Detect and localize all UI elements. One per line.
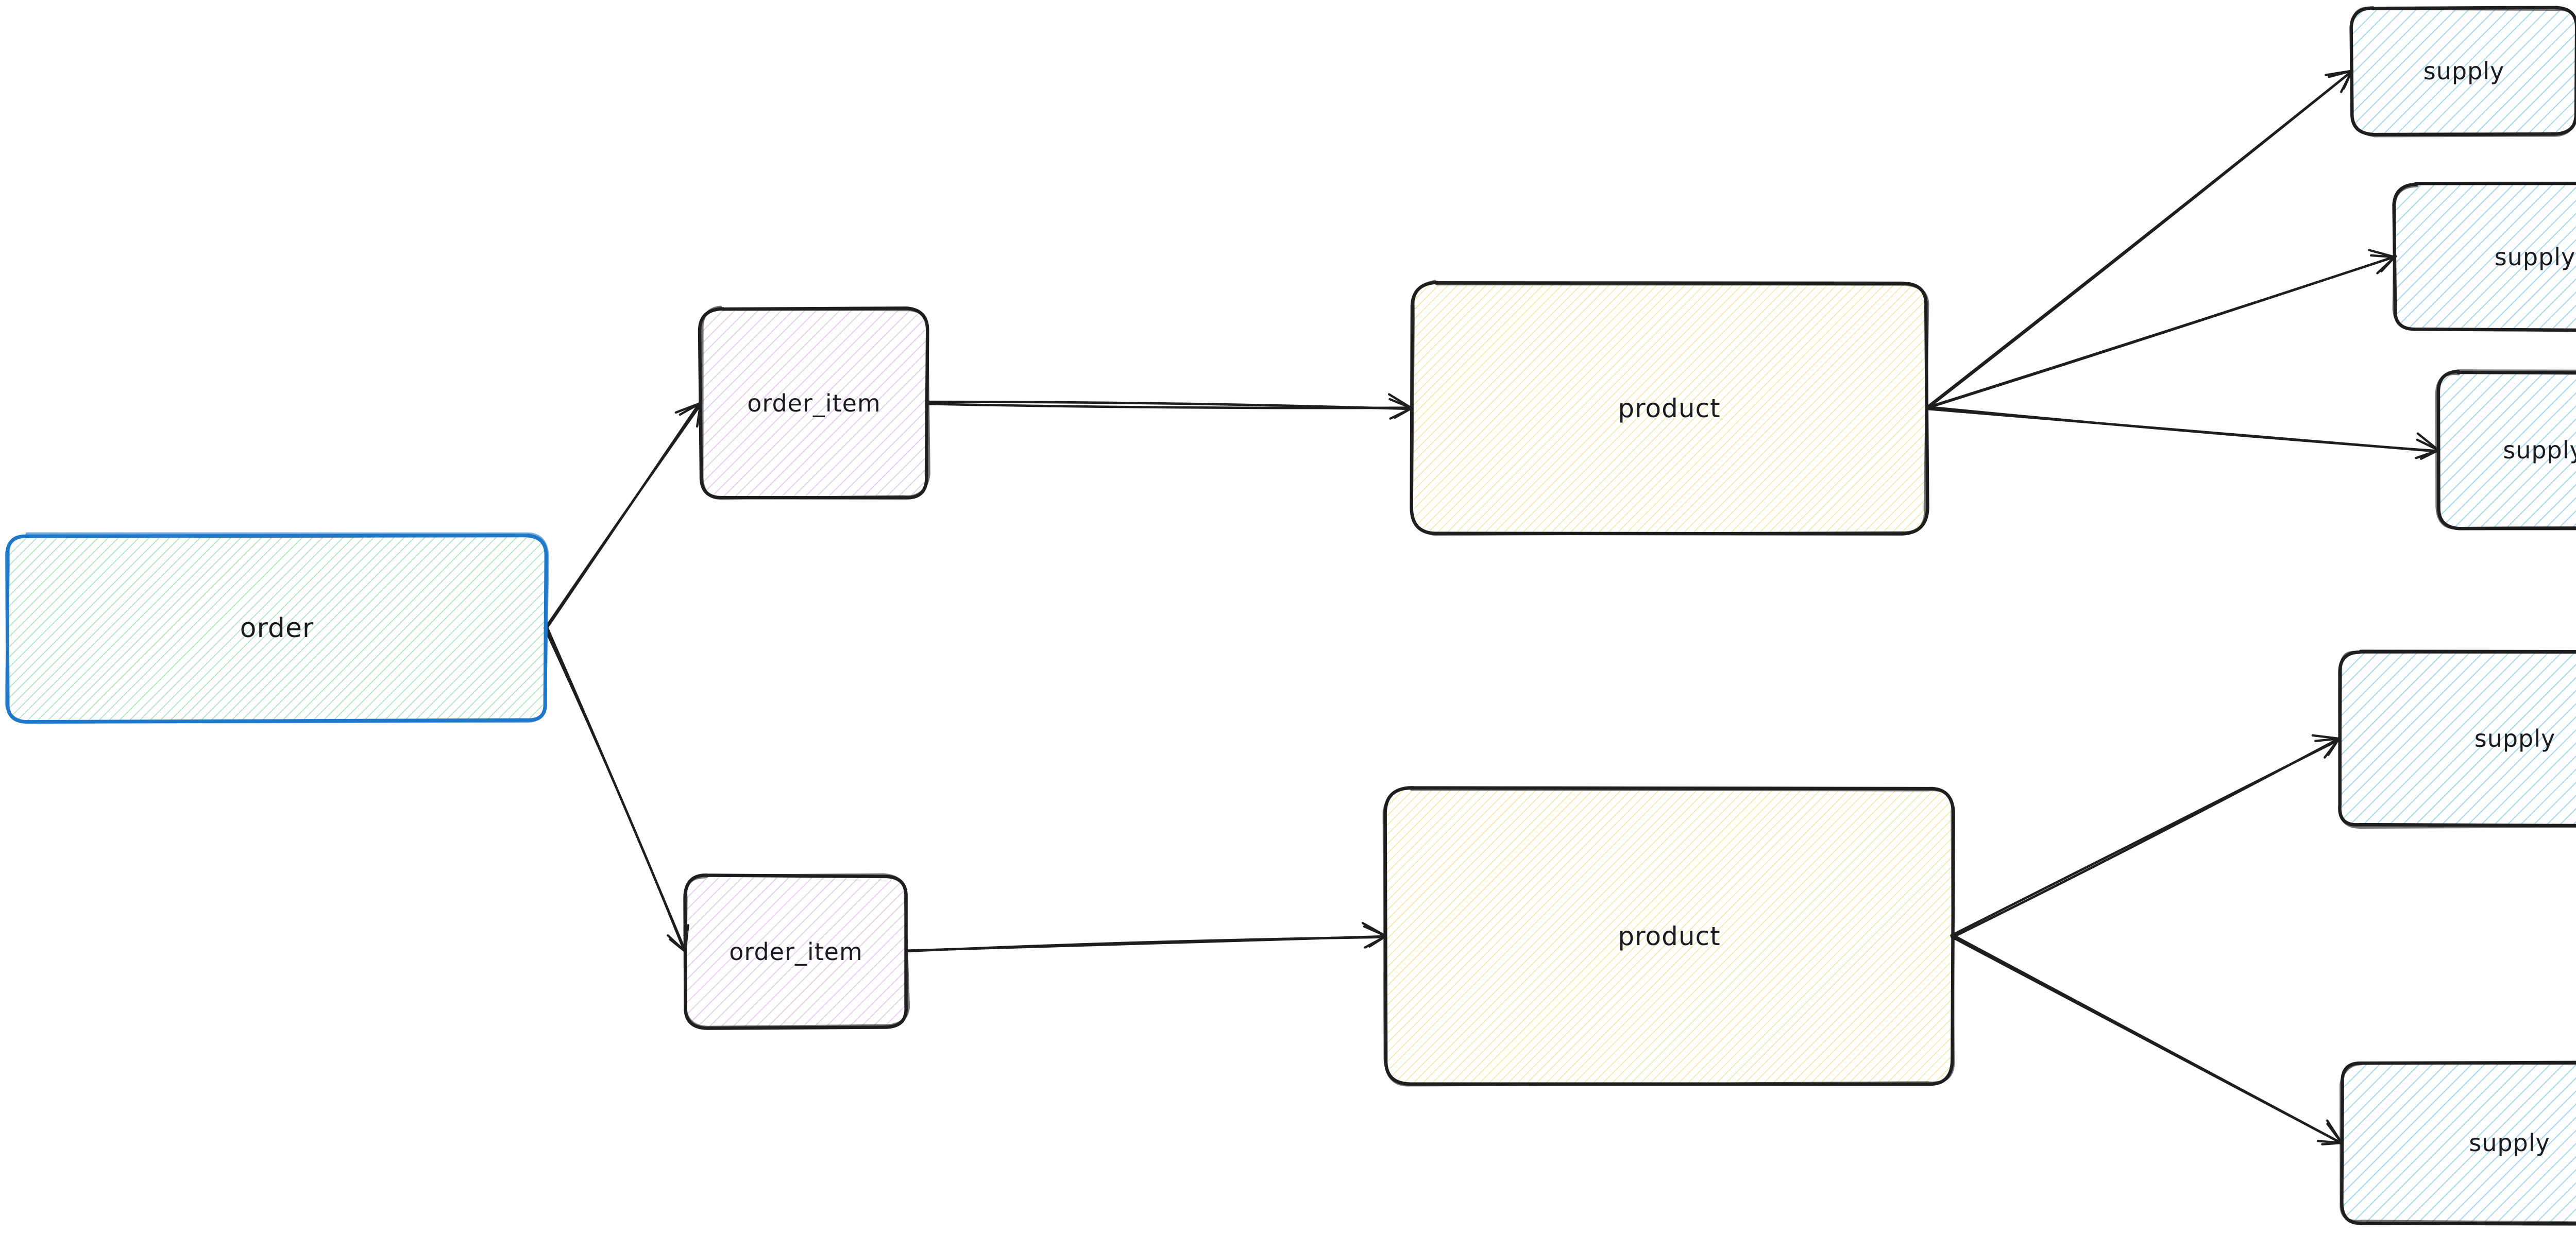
node-label: order — [240, 613, 314, 644]
node-fill — [685, 875, 907, 1028]
edge-line — [546, 626, 687, 954]
node-label: supply — [2474, 725, 2556, 752]
edge-product_1-to-supply_3[interactable] — [1925, 405, 2440, 460]
node-outline — [684, 873, 910, 1029]
edge-line — [544, 627, 686, 952]
edge-arrowhead — [669, 938, 687, 953]
node-outline — [2435, 369, 2576, 529]
edge-arrowhead — [1393, 407, 1413, 419]
edge-line — [1953, 737, 2341, 938]
node-supply_1[interactable]: supply — [2349, 6, 2576, 138]
node-outline — [2340, 1061, 2576, 1224]
node-supply_2[interactable]: supply — [2392, 181, 2576, 332]
node-product_2[interactable]: product — [1382, 785, 1955, 1087]
edge-product_2-to-supply_4[interactable] — [1950, 734, 2341, 938]
edge-arrowhead — [1361, 922, 1387, 937]
node-supply_5[interactable]: supply — [2340, 1060, 2576, 1226]
node-outline — [1411, 280, 1929, 536]
node-fill — [2351, 7, 2576, 134]
edge-line — [1925, 255, 2396, 409]
node-label: order_item — [729, 937, 863, 966]
edge-line — [906, 936, 1387, 953]
edge-arrowhead — [1387, 393, 1413, 409]
edge-line — [1926, 405, 2439, 453]
node-outline — [2350, 6, 2576, 138]
edge-order-to-order_item_2[interactable] — [544, 626, 689, 954]
node-fill — [2338, 650, 2576, 826]
node-fill — [700, 309, 928, 498]
edge-arrowhead — [2321, 1141, 2343, 1145]
edge-product_2-to-supply_5[interactable] — [1951, 933, 2344, 1145]
node-outline — [2392, 182, 2576, 332]
edge-arrowhead — [2311, 734, 2341, 740]
node-fill — [2394, 184, 2576, 330]
edge-product_1-to-supply_2[interactable] — [1925, 249, 2397, 409]
node-label: supply — [2503, 436, 2576, 464]
edge-arrowhead — [2416, 432, 2440, 452]
node-label: supply — [2423, 57, 2505, 85]
edge-arrowhead — [2327, 737, 2341, 756]
edge-line — [1926, 70, 2354, 408]
edge-product_1-to-supply_1[interactable] — [1926, 70, 2354, 409]
node-fill — [2341, 1062, 2576, 1224]
edge-arrowhead — [2380, 255, 2396, 272]
edge-line — [1951, 933, 2344, 1145]
node-label: order_item — [747, 389, 881, 417]
node-supply_4[interactable]: supply — [2338, 649, 2576, 829]
edge-line — [545, 402, 701, 630]
node-order[interactable]: order — [5, 532, 549, 724]
node-label: product — [1618, 921, 1721, 951]
node-fill — [1385, 787, 1952, 1085]
edge-order-to-order_item_1[interactable] — [544, 402, 702, 630]
edge-line — [925, 400, 1412, 410]
edge-arrowhead — [674, 402, 702, 414]
node-outline — [701, 305, 930, 500]
node-product_1[interactable]: product — [1410, 280, 1929, 536]
node-outline — [2338, 650, 2576, 829]
node-label: supply — [2494, 243, 2576, 271]
node-label: supply — [2469, 1129, 2550, 1157]
node-supply_3[interactable]: supply — [2435, 369, 2576, 530]
edge-arrowhead — [2368, 249, 2396, 259]
node-outline — [5, 532, 549, 724]
node-order_item_1[interactable]: order_item — [698, 305, 930, 500]
node-label: product — [1618, 393, 1721, 423]
node-fill — [2437, 371, 2576, 528]
node-order_item_2[interactable]: order_item — [683, 873, 910, 1030]
edge-order_item_1-to-product_1[interactable] — [925, 393, 1413, 420]
node-outline — [1382, 785, 1955, 1087]
edge-arrowhead — [2324, 70, 2353, 76]
node-fill — [7, 535, 546, 722]
edge-arrowhead — [2326, 1119, 2343, 1144]
node-fill — [1411, 283, 1927, 534]
edge-order_item_2-to-product_2[interactable] — [905, 922, 1387, 953]
